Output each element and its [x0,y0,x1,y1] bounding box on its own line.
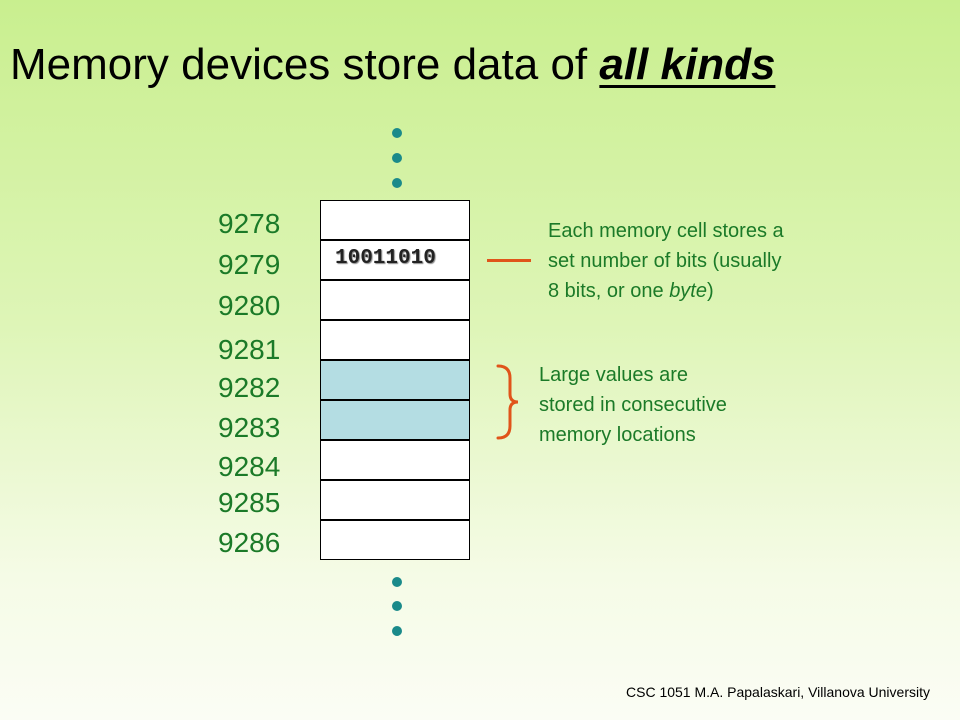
memory-cell-9280 [320,280,470,320]
memory-cell-9278 [320,200,470,240]
ellipsis-dot-bottom-3 [392,626,402,636]
large-values-line-3: memory locations [539,424,696,446]
address-9284: 9284 [218,451,281,482]
ellipsis-dot-bottom-2 [392,601,402,611]
large-values-line-1: Large values are [539,364,688,386]
address-9279: 9279 [218,249,281,280]
ellipsis-dot-top-1 [392,128,402,138]
brace-icon [496,364,519,440]
byte-note: Each memory cell stores a set number of … [548,216,784,306]
address-9278: 9278 [218,208,281,239]
address-9280: 9280 [218,290,281,321]
large-values-note: Large values are stored in consecutive m… [539,360,727,450]
memory-cell-9283 [320,400,470,440]
large-values-line-2: stored in consecutive [539,394,727,416]
address-9286: 9286 [218,527,281,558]
title-emphasis: all kinds [599,40,776,89]
byte-note-line-2: set number of bits (usually [548,250,782,272]
memory-cell-9285 [320,480,470,520]
memory-cell-9286 [320,520,470,560]
memory-cell-9281 [320,320,470,360]
byte-note-line-1: Each memory cell stores a [548,220,784,242]
address-9281: 9281 [218,334,281,365]
address-9283: 9283 [218,412,281,443]
footer-credit: CSC 1051 M.A. Papalaskari, Villanova Uni… [626,684,930,700]
cell-bits-value: 10011010 [335,247,436,270]
title-prefix: Memory devices store data of [10,40,600,89]
ellipsis-dot-top-2 [392,153,402,163]
byte-note-connector [487,259,531,262]
byte-word: byte [669,280,707,302]
address-9282: 9282 [218,372,281,403]
byte-note-line-3: 8 bits, or one byte) [548,280,714,302]
address-9285: 9285 [218,487,281,518]
memory-cell-9282 [320,360,470,400]
memory-cell-9279: 10011010 [320,240,470,280]
memory-cell-9284 [320,440,470,480]
ellipsis-dot-top-3 [392,178,402,188]
ellipsis-dot-bottom-1 [392,577,402,587]
slide-title: Memory devices store data of all kinds [10,40,775,90]
